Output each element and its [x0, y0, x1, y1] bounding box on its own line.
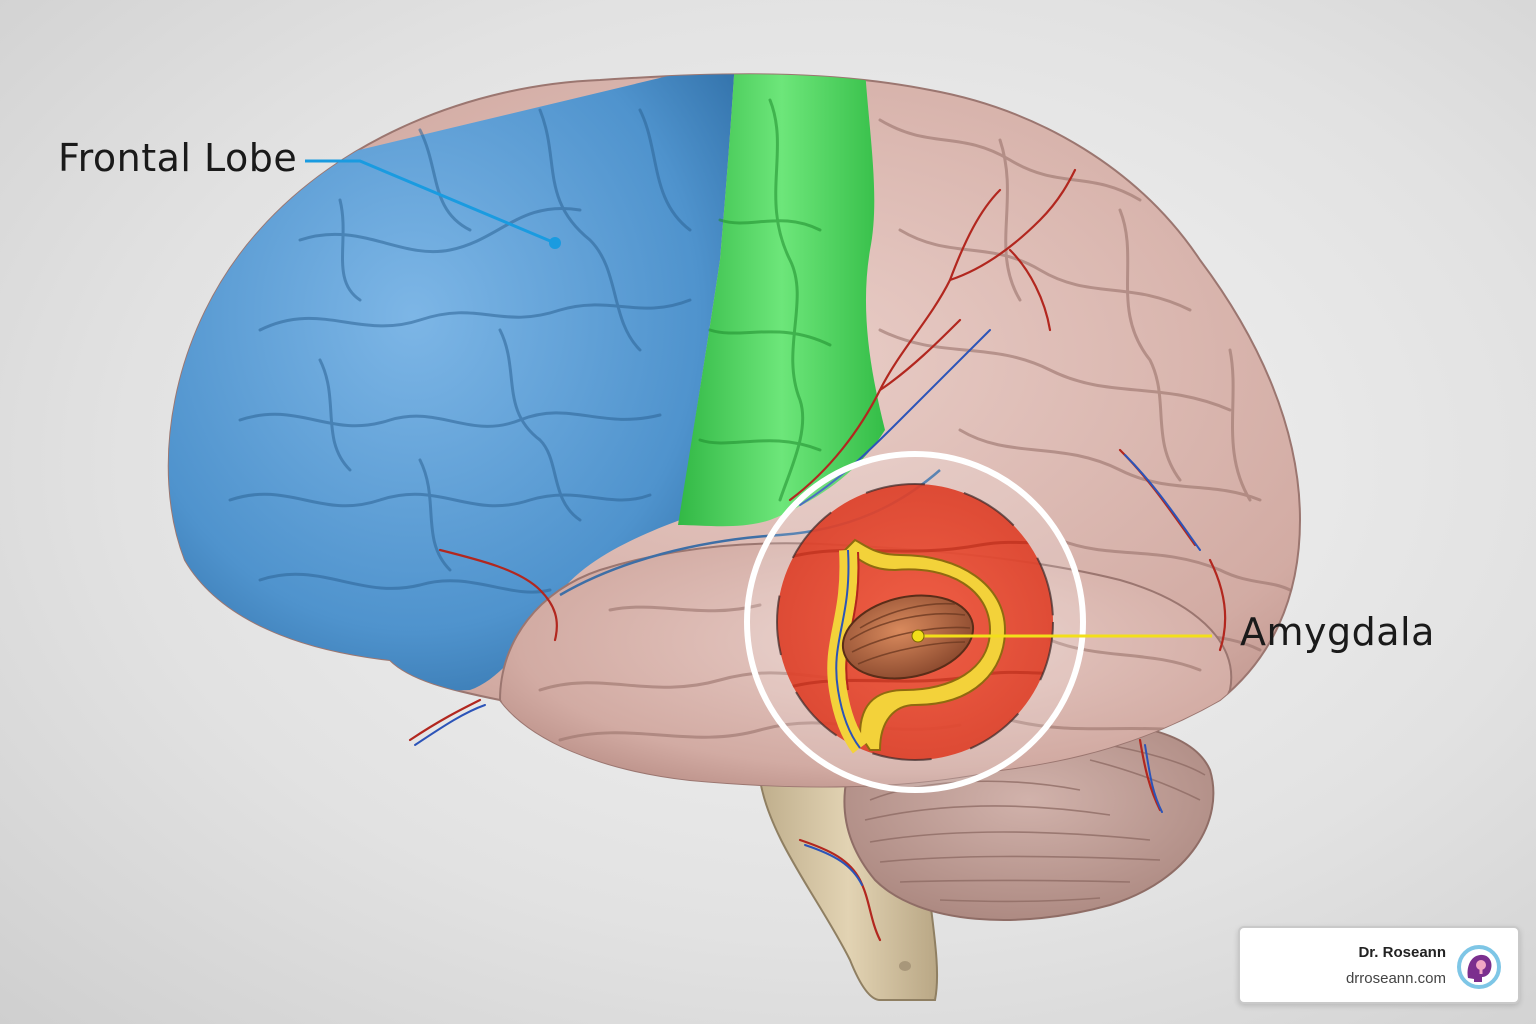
brain-logo-icon: [1457, 945, 1501, 989]
author-badge[interactable]: Dr. Roseann drroseann.com: [1238, 926, 1520, 1004]
precentral-gyrus: [678, 74, 885, 527]
amygdala-callout: [744, 451, 1086, 793]
author-name: Dr. Roseann: [1358, 944, 1446, 961]
author-url[interactable]: drroseann.com: [1345, 970, 1446, 987]
frontal-lobe-pointer: [305, 159, 561, 249]
amygdala-pointer: [911, 629, 1212, 643]
frontal-lobe-label: Frontal Lobe: [58, 136, 298, 180]
amygdala: [841, 594, 975, 680]
amygdala-yellow-ring: [843, 538, 1007, 751]
frontal-lobe: [168, 74, 735, 700]
blood-vessels: [408, 168, 1227, 942]
amygdala-label: Amygdala: [1240, 610, 1435, 654]
